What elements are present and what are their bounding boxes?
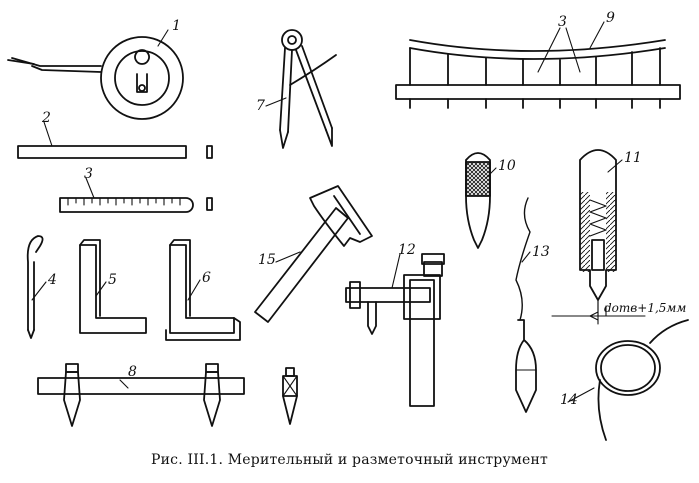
point-holder-drawing bbox=[282, 367, 298, 425]
dimension-note: dотв+1,5мм bbox=[604, 301, 686, 315]
label-1: 1 bbox=[172, 18, 181, 34]
label-10: 10 bbox=[498, 158, 516, 174]
plumb-bob-drawing bbox=[515, 197, 537, 413]
trammel-drawing bbox=[37, 363, 245, 427]
label-14: 14 bbox=[560, 392, 578, 408]
label-13: 13 bbox=[532, 244, 550, 260]
label-8: 8 bbox=[128, 364, 137, 380]
scale-bar-drawing bbox=[395, 39, 681, 109]
labels: 1 2 3 4 5 6 7 8 3 9 10 11 12 13 14 15 dо… bbox=[41, 10, 686, 408]
label-7: 7 bbox=[256, 98, 265, 114]
label-2: 2 bbox=[41, 110, 51, 126]
flat-square-drawing bbox=[79, 239, 147, 334]
tape-measure-drawing bbox=[7, 36, 184, 120]
label-12: 12 bbox=[398, 242, 416, 258]
dividers-drawing bbox=[279, 29, 337, 149]
graduated-ruler-drawing bbox=[59, 197, 213, 213]
label-11: 11 bbox=[624, 150, 642, 166]
hammer-drawing bbox=[254, 185, 373, 323]
label-5: 5 bbox=[108, 272, 117, 288]
steel-rule-drawing bbox=[17, 145, 213, 159]
centre-punch-drawing bbox=[465, 152, 491, 249]
label-6: 6 bbox=[202, 270, 211, 286]
spring-punch-drawing bbox=[551, 149, 646, 325]
flange-square-drawing bbox=[165, 239, 241, 341]
marking-gauge-drawing bbox=[345, 253, 445, 407]
figure-caption: Рис. III.1. Мерительный и разметочный ин… bbox=[151, 452, 548, 468]
label-3: 3 bbox=[84, 166, 93, 182]
label-4: 4 bbox=[47, 272, 57, 288]
label-3-scale: 3 bbox=[558, 14, 567, 30]
wire-coil-drawing bbox=[595, 319, 689, 441]
label-leaders bbox=[31, 21, 623, 403]
label-15: 15 bbox=[258, 252, 276, 268]
scriber-drawing bbox=[26, 235, 44, 339]
label-9: 9 bbox=[606, 10, 615, 26]
